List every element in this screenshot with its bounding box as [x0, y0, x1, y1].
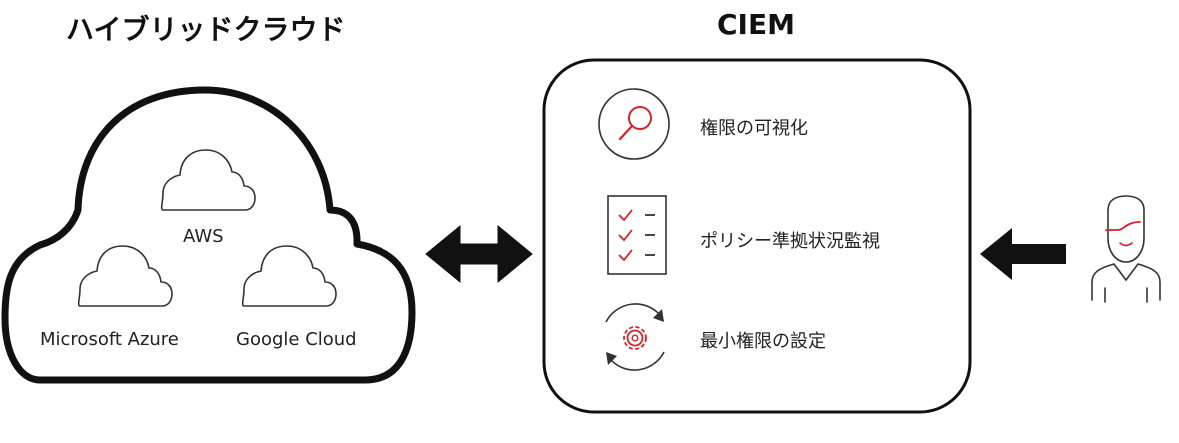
hybrid-cloud-shape [1, 86, 416, 384]
user-icon [1091, 195, 1161, 303]
aws-cloud-icon [160, 149, 256, 211]
ciem-title: CIEM [717, 8, 795, 41]
cloud-label-google: Google Cloud [236, 329, 357, 350]
feature-label-least-privilege: 最小権限の設定 [700, 331, 826, 352]
feature-label-visibility: 権限の可視化 [700, 118, 808, 139]
cloud-label-azure: Microsoft Azure [40, 329, 179, 350]
left-arrow-icon [980, 228, 1066, 280]
gear-cycle-icon [605, 303, 665, 371]
checklist-icon [607, 195, 667, 275]
feature-label-compliance: ポリシー準拠状況監視 [700, 231, 880, 252]
cloud-label-aws: AWS [183, 226, 224, 247]
google-cloud-icon [241, 245, 337, 307]
bidirectional-arrow-icon [425, 224, 533, 284]
magnifier-icon [598, 88, 670, 160]
hybrid-cloud-title: ハイブリッドクラウド [66, 13, 346, 46]
ciem-box [542, 58, 972, 414]
azure-cloud-icon [77, 245, 173, 307]
